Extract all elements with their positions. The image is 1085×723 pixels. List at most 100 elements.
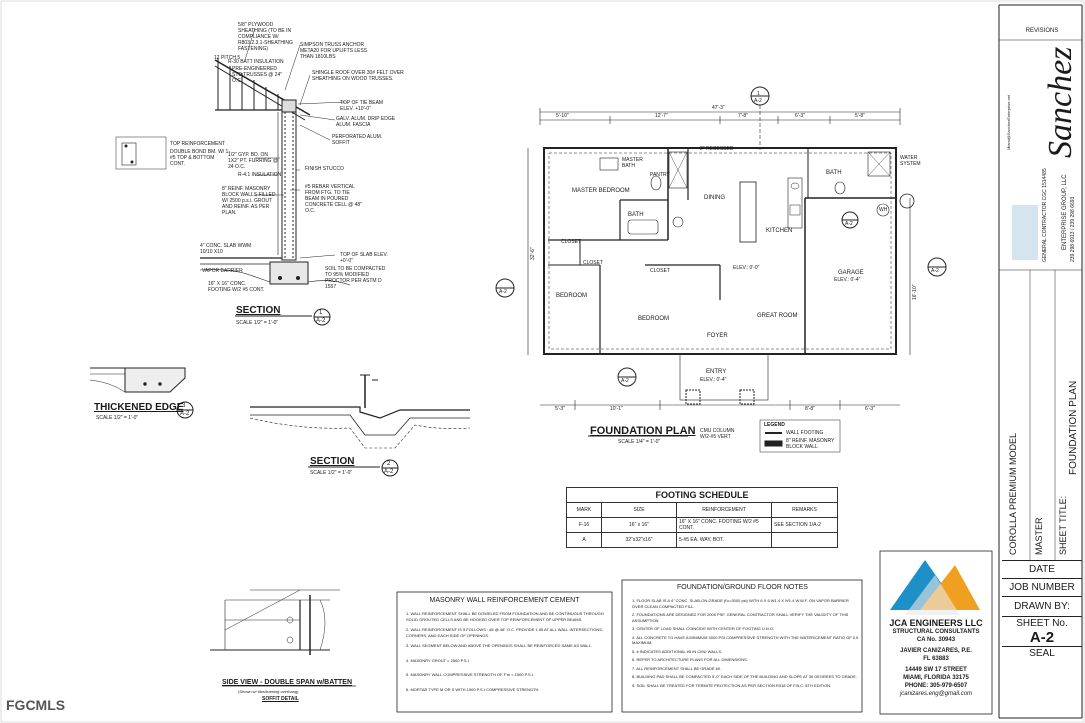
- footing-note: 16" X 16" CONC. FOOTING W/2 #5 CONT.: [208, 281, 265, 293]
- engineer-fl: FL 63883: [923, 656, 949, 662]
- company-sub: ENTERPRISE GROUP, LLC: [1062, 174, 1068, 250]
- engineer-ca: CA No. 30943: [916, 637, 956, 643]
- batt-note: R-30 BATT INSULATION: [228, 59, 284, 65]
- date-label: DATE: [1002, 560, 1082, 579]
- room-closet-3: CLOSET: [650, 268, 671, 274]
- plan-tag-bottom-sheet: A-2: [621, 378, 629, 384]
- foundation-note: 6. REFER TO ARCHITECTURE PLANS FOR ALL D…: [632, 657, 748, 662]
- engineer-type: STRUCTURAL CONSULTANTS: [892, 629, 980, 635]
- plan-tag-left-sheet: A-2: [499, 289, 507, 295]
- contractor-phone: 239 298 6913 / 239 298 6693: [1070, 196, 1076, 262]
- room-dining: DINING: [704, 195, 725, 201]
- drip-note: GALV. ALUM. DRIP EDGE ALUM. FASCIA: [336, 116, 396, 128]
- room-bedroom-2: BEDROOM: [638, 316, 670, 322]
- main-elev: ELEV.: 0'-0": [733, 265, 760, 271]
- contractor-logo-mark: [1012, 205, 1038, 260]
- dim-b1: 5'-3": [555, 406, 565, 412]
- footing-cell: 16" X 16" CONC. FOOTING W/2 #5 CONT.: [676, 517, 772, 533]
- footing-cell: 32"x32"x16": [601, 532, 677, 548]
- plan-tag-right-sheet: A-2: [931, 268, 939, 274]
- slab-note: 4" CONC. SLAB WWM 10/10 X10: [200, 243, 252, 255]
- room-bath: BATH: [628, 212, 644, 218]
- engineer-name: JAVIER CANIZARES, P.E.: [900, 648, 972, 654]
- revisions-label: REVISIONS: [1025, 28, 1059, 34]
- foundation-notes: FOUNDATION/GROUND FLOOR NOTES 1. FLOOR S…: [626, 583, 859, 691]
- legend-item-2: 8" REINF. MASONRY BLOCK WALL: [786, 438, 835, 450]
- plan-title: FOUNDATION PLAN: [590, 425, 696, 437]
- section-2-scale: SCALE 1/2" = 1'-0": [310, 470, 353, 476]
- dim-overall-top: 47'-3": [712, 105, 725, 111]
- foundation-notes-title: FOUNDATION/GROUND FLOOR NOTES: [677, 584, 808, 591]
- room-master-bedroom: MASTER BEDROOM: [572, 188, 630, 194]
- simpson-note: SIMPSON TRUSS ANCHOR META20 FOR UPLIFTS …: [300, 42, 368, 60]
- thickened-edge-detail: [89, 367, 194, 419]
- section-2-detail: [249, 374, 471, 477]
- company-email: Miami@SanchezEnterprise.net: [1006, 94, 1011, 150]
- legend-title: LEGEND: [764, 422, 785, 428]
- project-name: COROLLA PREMIUM MODEL: [1008, 432, 1018, 555]
- legend-item-1: WALL FOOTING: [786, 430, 824, 436]
- shingle-note: SHINGLE ROOF OVER 30# FELT OVER SHEATHIN…: [312, 70, 404, 82]
- engineer-address2: MIAMI, FLORIDA 33175: [903, 675, 969, 681]
- footing-cell: SEE SECTION 1/A-2: [771, 517, 838, 533]
- top-slab-note: TOP OF SLAB ELEV. +0'-0": [340, 252, 388, 264]
- masonry-note: 5. MASONRY WALL COMPRESSIVE STRENGTH OF …: [406, 672, 534, 677]
- mls-watermark: FGCMLS: [6, 697, 66, 713]
- room-master-bath: MASTER BATH: [622, 157, 643, 169]
- footing-cell: A: [566, 532, 602, 548]
- dim-b3: 8'-8": [805, 406, 815, 412]
- contractor-label: GENERAL CONTRACTOR CGC 1514485: [1042, 168, 1048, 262]
- sheet-no-label: SHEET No.: [1002, 616, 1082, 631]
- block-note: 8" REINF. MASONRY BLOCK WALLS FILLED W/ …: [222, 186, 276, 216]
- side-view-title: SIDE VIEW - DOUBLE SPAN w/BATTEN: [222, 679, 353, 686]
- footing-header-row: MARK SIZE REINFORCEMENT REMARKS: [566, 502, 838, 518]
- foundation-note: 3. CENTER OF LOAD SHALL COINCIDE WITH CE…: [632, 626, 775, 631]
- dim-d2: 12'-7": [655, 113, 668, 119]
- section-1-scale: SCALE 1/2" = 1'-0": [236, 320, 279, 326]
- pitch-note: 12 PITCH 5: [214, 55, 241, 61]
- foundation-plan: [495, 86, 947, 453]
- masonry-notes-box: [396, 591, 613, 713]
- room-entry: ENTRY: [706, 369, 727, 375]
- foundation-note: 8. BUILDING PAD SHALL BE COMPACTED 5'-0"…: [632, 674, 857, 679]
- foundation-note: 9. SOIL SHALL BE TREATED FOR TERMITE PRO…: [632, 682, 832, 688]
- engineer-block: JCA ENGINEERS LLC STRUCTURAL CONSULTANTS…: [882, 618, 990, 698]
- masonry-note: 3. WALL SEGMENT BELOW AND ABOVE THE OPEN…: [406, 643, 592, 648]
- footing-schedule-title: FOOTING SCHEDULE: [566, 487, 838, 502]
- table-row: A 32"x32"x16" 5-#5 EA. WAY, BOT.: [566, 532, 838, 548]
- plan-tag-top-sheet: A-2: [754, 98, 762, 104]
- dim-b2: 10'-1": [610, 406, 623, 412]
- job-number-label: JOB NUMBER: [1002, 578, 1082, 597]
- entry-elev: ELEV.: 0'-4": [700, 377, 727, 383]
- stucco-note: FINISH STUCCO: [305, 166, 344, 172]
- footing-cell: 5-#5 EA. WAY, BOT.: [676, 532, 772, 548]
- furring-note: 1/2" GYP. BD. ON 1X2" PT. FURRING @ 24 O…: [228, 152, 278, 170]
- engineer-email: jcanizares.eng@gmail.com: [899, 691, 973, 697]
- dim-d3: 7'-8": [738, 113, 748, 119]
- sheet-title-label: SHEET TITLE:: [1058, 495, 1068, 555]
- room-kitchen: KITCHEN: [766, 228, 793, 234]
- room-bath-2: BATH: [826, 170, 842, 176]
- section-1-sheet: A-2: [316, 318, 326, 324]
- dim-left: 32'-6": [530, 247, 536, 260]
- plan-scale: SCALE 1/4" = 1'-0": [618, 439, 661, 445]
- foundation-note: 7. ALL REINFORCEMENT SHALL BE GRADE 60.: [632, 665, 722, 671]
- footing-header: MARK: [566, 502, 602, 518]
- soil-note: SOIL TO BE COMPACTED TO 95% MODIFIED PRO…: [325, 266, 386, 290]
- section-2-title: SECTION: [310, 456, 355, 467]
- top-reinf-note: TOP REINFORCEMENT: [170, 141, 226, 147]
- vapor-note: VAPOR BARRIER: [202, 268, 243, 274]
- plywood-note: 5/8" PLYWOOD SHEATHING (TO BE IN COMPLIA…: [238, 22, 293, 52]
- masonry-note: 2. WALL REINFORCEMENT IS 5 FOLLOWS : #5 …: [406, 627, 604, 638]
- soffit-detail-label: SOFFIT DETAIL: [262, 696, 299, 702]
- sheet-no: A-2: [1029, 629, 1055, 646]
- section-1-tag: [313, 308, 331, 326]
- footing-header: SIZE: [601, 502, 677, 518]
- section-2-num: 2: [387, 461, 391, 467]
- plan-tag-garage-sheet: A-2: [845, 221, 853, 227]
- room-closet-1: CLOSET: [561, 239, 582, 245]
- thickened-scale: SCALE 1/2" = 1'-0": [96, 415, 139, 421]
- masonry-note: 4. MASONRY GROUT = 2500 P.S.I.: [406, 657, 470, 663]
- masonry-title: MASONRY WALL REINFORCEMENT CEMENT: [429, 597, 580, 604]
